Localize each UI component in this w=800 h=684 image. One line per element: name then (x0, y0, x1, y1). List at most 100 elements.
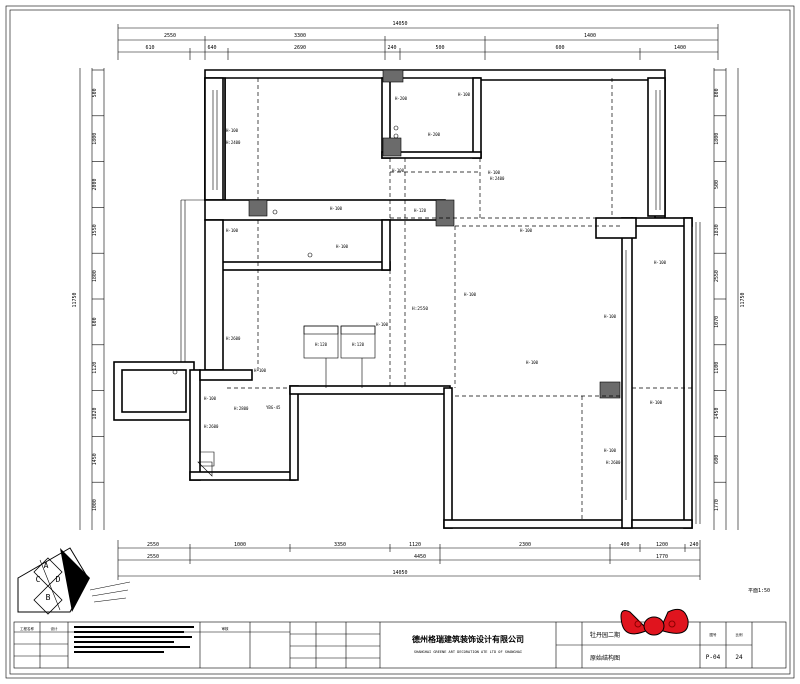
bathroom-fixtures: H:120 H:120 (172, 125, 399, 477)
dim-left-label: 1550 (92, 224, 98, 236)
sheet-inner-border (9, 9, 791, 675)
height-note: H:2600 (606, 460, 621, 465)
columns (248, 69, 621, 399)
box-label-1: H:120 (352, 342, 365, 347)
dim-left-label: 1800 (92, 133, 98, 145)
dim-left-label: 1000 (92, 499, 98, 511)
dim-left-label: 1450 (92, 453, 98, 465)
height-note: H:2600 (204, 424, 219, 429)
dim-top-row1-1: 3300 (294, 33, 306, 39)
title-block: 工程名称 设计 审核 德州格瑞建筑装饰设计有限公司 SHANGHAI GREEN… (13, 621, 787, 669)
dim-left-label: 1120 (92, 362, 98, 374)
room-label: H-100 (458, 92, 471, 97)
dim-left-label: 500 (92, 88, 98, 97)
project-name: 牡丹园二期 (590, 631, 620, 639)
room-label: H-100 (604, 448, 617, 453)
dim-right-label: 1100 (714, 362, 720, 374)
dim-bottom-row2-1: 4450 (414, 554, 426, 560)
drawing-name: 原始结构图 (590, 654, 620, 662)
bottom-dimensions: 2550 1000 3350 1120 2300 400 1200 240 25… (117, 540, 701, 580)
dim-right-label: 1800 (714, 133, 720, 145)
dim-bottom-row2-0: 2550 (147, 554, 159, 560)
dim-bottom-total: 14050 (392, 570, 407, 576)
dim-right-label: 1070 (714, 316, 720, 328)
dim-left-label: 600 (92, 317, 98, 326)
dim-right-label: 1770 (714, 499, 720, 511)
dim-left-label: 1820 (92, 407, 98, 419)
dim-top-row1-0: 2550 (164, 33, 176, 39)
room-label: H-120 (414, 208, 427, 213)
dim-top-row2-2: 2690 (294, 45, 306, 51)
column (599, 381, 621, 399)
column (382, 69, 404, 83)
dim-bottom-row1-7: 240 (689, 542, 698, 548)
dim-left-label: 2000 (92, 178, 98, 190)
company-cn: 德州格瑞建筑装饰设计有限公司 (412, 634, 524, 644)
field-design: 设计 (51, 626, 58, 631)
sheet-number: 24 (735, 654, 743, 661)
dim-top-row2-3: 240 (387, 45, 396, 51)
dim-left-total: 11750 (72, 292, 78, 307)
logo-letter-c: C (36, 575, 41, 584)
dim-right-label: 2550 (714, 270, 720, 282)
top-dimensions: 14050 2550 3300 1400 610 640 2690 240 50… (117, 21, 719, 60)
dim-top-total: 14050 (392, 21, 407, 27)
dim-top-row2-5: 600 (555, 45, 564, 51)
dim-right-label: 1450 (714, 407, 720, 419)
center-label: H:2550 (412, 306, 429, 312)
room-label: H-200 (428, 132, 441, 137)
height-note: H:2800 (234, 406, 249, 411)
room-label: H-100 (254, 368, 267, 373)
room-label: H-100 (520, 228, 533, 233)
dim-bottom-row1-6: 1200 (656, 542, 668, 548)
dim-bottom-row1-0: 2550 (147, 542, 159, 548)
dim-right-label: 800 (714, 88, 720, 97)
height-note: H:2600 (226, 336, 241, 341)
logo-letter-d: D (56, 575, 61, 584)
sub-label: H-100 (654, 260, 667, 265)
dim-right-total: 11750 (740, 292, 746, 307)
dim-top-row2-6: 1400 (674, 45, 686, 51)
beam-dashes (227, 78, 692, 520)
field-project: 工程名称 (20, 626, 34, 631)
room-label: H-100 (392, 168, 405, 173)
dim-bottom-row2-2: 1770 (656, 554, 668, 560)
room-label: H-100 (336, 244, 349, 249)
logo-letter-b: B (46, 593, 51, 602)
field-scale: 比例 (736, 632, 744, 637)
dim-bottom-row1-5: 400 (620, 542, 629, 548)
dim-right-label: 1830 (714, 224, 720, 236)
room-label: H-100 (204, 396, 217, 401)
room-label: H-100 (488, 170, 501, 175)
room-label: H-100 (650, 400, 663, 405)
height-note: YBG-45 (266, 405, 281, 410)
room-label: H-200 (395, 96, 408, 101)
room-label: H-100 (226, 228, 239, 233)
side-dimensions: 11750 11750 500 1800 2000 1550 1800 600 1120 18… (72, 68, 746, 530)
dim-bottom-row1-3: 1120 (409, 542, 421, 548)
dim-top-row2-1: 640 (207, 45, 216, 51)
column (435, 199, 455, 227)
dim-right-label: 600 (714, 455, 720, 464)
field-review: 审核 (222, 626, 229, 631)
red-bow-icon (620, 608, 689, 636)
column (248, 199, 268, 217)
field-drawing-no: 图号 (710, 632, 718, 637)
height-note: H:2400 (226, 140, 241, 145)
room-label: H-100 (376, 322, 389, 327)
column (382, 137, 402, 157)
company-en: SHANGHAI GREENE ART DECORATION ATE LTD O… (414, 650, 522, 654)
dim-bottom-row1-4: 2300 (519, 542, 531, 548)
dim-bottom-row1-2: 3350 (334, 542, 346, 548)
height-note: H:2400 (490, 176, 505, 181)
dim-right-label: 500 (714, 180, 720, 189)
sheet-border (5, 5, 795, 679)
logo-letter-a: A (44, 561, 49, 570)
room-label: H-100 (330, 206, 343, 211)
abcd-logo: A C D B (17, 547, 131, 615)
walls (113, 69, 701, 529)
dim-bottom-row1-1: 1000 (234, 542, 246, 548)
dim-top-row2-0: 610 (145, 45, 154, 51)
